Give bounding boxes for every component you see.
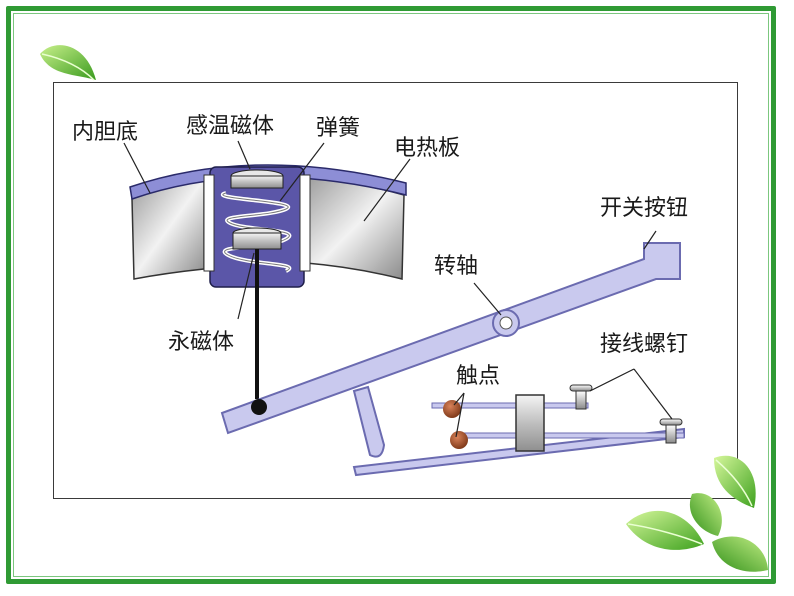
- terminal-screw-2: [659, 418, 683, 444]
- permanent-magnet: [232, 232, 282, 250]
- leader-lines: [123, 140, 673, 438]
- lever-leg: [352, 385, 386, 458]
- label-switch-button: 开关按钮: [600, 196, 688, 221]
- lever-arm: [220, 242, 681, 435]
- label-permanent-magnet: 永磁体: [168, 330, 234, 355]
- leaves-icon: [626, 455, 768, 572]
- rice-cooker-thermostat-diagram: 内胆底 感温磁体 弹簧 电热板 开关按钮 转轴 永磁体 接线螺钉 触点: [72, 114, 688, 477]
- upper-contact-spring: [431, 402, 589, 409]
- label-heating-plate: 电热板: [394, 136, 460, 161]
- label-spring: 弹簧: [316, 116, 360, 141]
- heating-plate-right: [303, 176, 405, 280]
- contact-lower: [450, 431, 468, 449]
- terminal-screw-1: [569, 384, 593, 410]
- lower-contact-spring: [453, 432, 685, 439]
- diagram-panel: 内胆底 感温磁体 弹簧 电热板 开关按钮 转轴 永磁体 接线螺钉 触点: [53, 82, 738, 499]
- temp-magnet: [230, 175, 284, 189]
- label-terminal-screw: 接线螺钉: [600, 332, 688, 357]
- clamp-block: [515, 394, 545, 452]
- rod-joint: [251, 399, 267, 415]
- leaf-icon: [40, 45, 96, 81]
- label-contact-point: 触点: [456, 364, 500, 389]
- label-inner-bottom: 内胆底: [72, 120, 138, 145]
- contact-upper: [443, 400, 461, 418]
- label-pivot: 转轴: [434, 254, 478, 279]
- label-temp-magnet: 感温磁体: [186, 114, 274, 139]
